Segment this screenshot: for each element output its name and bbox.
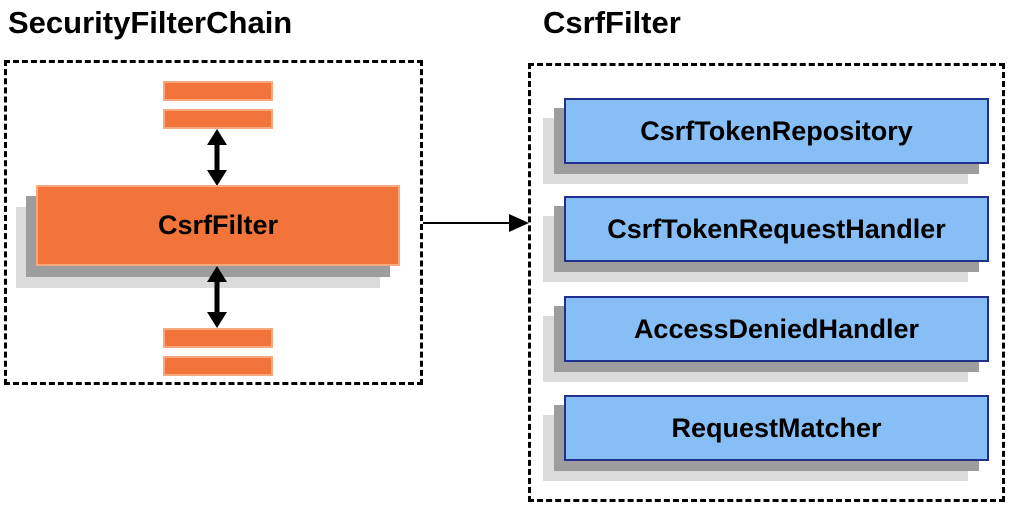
filter-placeholder-bar [163,356,273,376]
right-arrow-icon [423,214,529,232]
filter-placeholder-bar [163,328,273,348]
component-box: CsrfTokenRepository [564,98,989,164]
filter-placeholder-bar [163,81,273,101]
csrf-filter-title: CsrfFilter [543,5,681,40]
arrowhead-up [207,129,227,145]
security-filter-chain-title: SecurityFilterChain [8,5,293,40]
component-label: CsrfTokenRepository [640,115,913,146]
double-headed-arrow-icon [207,129,227,186]
arrowhead-down [207,170,227,186]
component-box: RequestMatcher [564,395,989,461]
component-csrf-token-request-handler: CsrfTokenRequestHandler [543,196,989,282]
component-request-matcher: RequestMatcher [543,395,989,481]
arrowhead-up [207,266,227,282]
component-label: CsrfTokenRequestHandler [607,213,946,244]
component-access-denied-handler: AccessDeniedHandler [543,296,989,382]
component-csrf-token-repository: CsrfTokenRepository [543,98,989,184]
arrowhead-down [207,312,227,328]
csrf-filter-container: CsrfTokenRepository CsrfTokenRequestHand… [528,63,1005,502]
filter-placeholder-bar [163,109,273,129]
double-headed-arrow-icon [207,266,227,328]
csrf-filter-node-label: CsrfFilter [157,210,279,240]
component-label: AccessDeniedHandler [633,313,920,344]
component-label: RequestMatcher [671,412,882,443]
component-box: AccessDeniedHandler [564,296,989,362]
csrf-filter-node: CsrfFilter [36,185,400,266]
arrowhead-right [509,214,529,232]
security-filter-chain-container: CsrfFilter [4,60,423,385]
component-box: CsrfTokenRequestHandler [564,196,989,262]
